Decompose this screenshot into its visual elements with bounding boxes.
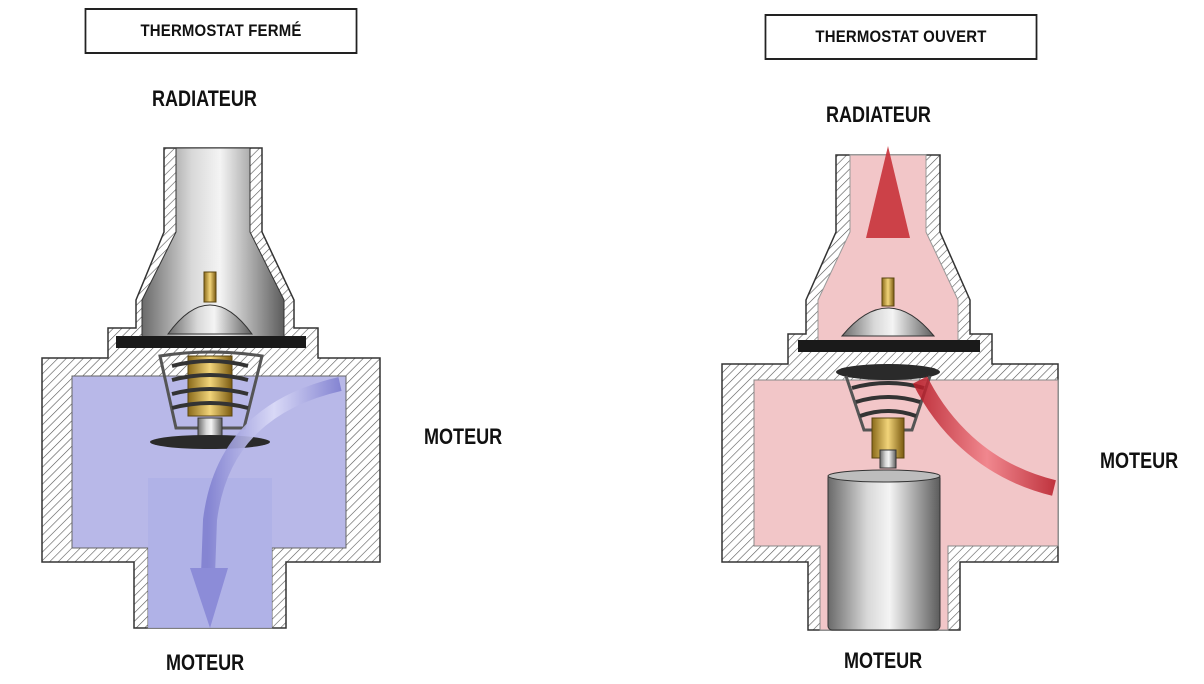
open-title: THERMOSTAT OUVERT <box>764 14 1038 60</box>
closed-engine-side-label: MOTEUR <box>424 424 503 449</box>
open-engine-side-label: MOTEUR <box>1100 448 1179 473</box>
closed-title: THERMOSTAT FERMÉ <box>84 8 358 54</box>
open-radiator-label: RADIATEUR <box>826 102 931 127</box>
closed-radiator-label: RADIATEUR <box>152 86 257 111</box>
open-engine-bottom-label: MOTEUR <box>844 648 923 673</box>
closed-flow-arrow <box>190 377 342 628</box>
closed-engine-bottom-label: MOTEUR <box>166 650 245 675</box>
open-flow-arrow <box>866 146 1056 496</box>
open-thermostat-valve <box>798 277 980 631</box>
